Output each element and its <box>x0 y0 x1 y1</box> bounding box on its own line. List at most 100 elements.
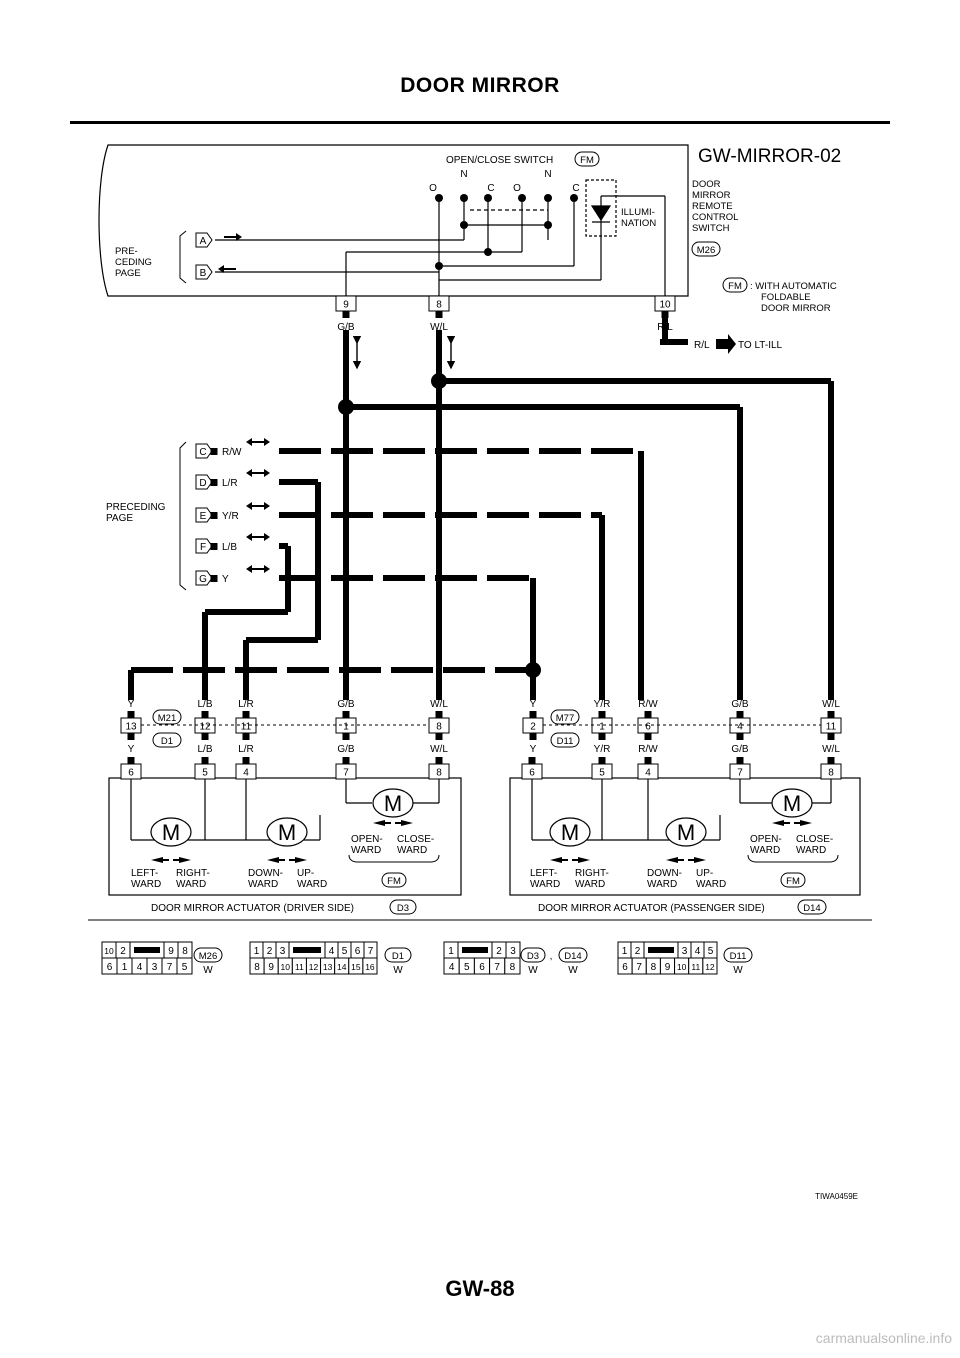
right-harness-stub-top <box>529 711 537 718</box>
actuator-left-terminal-box <box>194 763 216 780</box>
left-harness-tag-bottom-outline <box>152 732 182 748</box>
driver-fm-tag-outline <box>381 872 407 888</box>
d11-face-tag: D11 <box>730 951 747 962</box>
right-harness-pin: 1 <box>599 722 605 733</box>
right-harness-stub-bottom <box>827 733 835 740</box>
preceding-bidir-arrow <box>246 502 270 510</box>
left-harness-pin: 13 <box>125 722 137 733</box>
preceding-page-label: PAGE <box>106 513 133 524</box>
switch-wire-color: R/L <box>657 322 673 333</box>
passenger-leftward-label: WARD <box>530 879 560 890</box>
driver-closeward-label: WARD <box>397 845 427 856</box>
remote-switch-label: MIRROR <box>692 190 731 201</box>
actuator-right-terminal: 6 <box>529 768 535 779</box>
fm-note-tag: FM <box>728 281 742 292</box>
actuator-right-connector: D14 <box>803 903 820 914</box>
switch-position-label: N <box>460 169 467 180</box>
actuator-right-stub <box>827 757 835 764</box>
lt-ill-wire-color: R/L <box>694 340 710 351</box>
remote-switch-label: CONTROL <box>692 212 738 223</box>
switch-terminal-stub <box>661 311 669 318</box>
preceding-arrow-stub <box>210 448 218 455</box>
m26-face-pin: 5 <box>182 962 188 973</box>
actuator-left-terminal-box <box>235 763 257 780</box>
right-harness-stub-top <box>644 711 652 718</box>
left-harness-color-top: L/R <box>238 699 254 710</box>
switch-contacts <box>435 194 578 270</box>
driver-motor-lr <box>150 817 192 847</box>
driver-lr-arrow-left <box>151 857 169 863</box>
remote-switch-label: SWITCH <box>692 223 730 234</box>
left-harness-color-bottom: W/L <box>430 744 448 755</box>
actuator-box-left <box>108 777 462 896</box>
passenger-ud-arrow-right <box>688 857 706 863</box>
d11-face-pin: 2 <box>635 946 641 957</box>
actuator-box-right <box>509 777 861 896</box>
preceding-arrow-stub <box>210 512 218 519</box>
fm-note-label: FOLDABLE <box>761 292 811 303</box>
d1-face-pin: 9 <box>268 962 274 973</box>
preceding-wire-color: R/W <box>222 447 242 458</box>
d11-face-cell <box>702 957 718 975</box>
actuator-right-terminal: 5 <box>599 768 605 779</box>
passenger-motor-oc <box>771 788 813 818</box>
d3-face-pin: 4 <box>449 962 455 973</box>
left-harness-color-bottom: L/B <box>197 744 212 755</box>
actuator-right-terminal-box <box>591 763 613 780</box>
passenger-upward-label: UP- <box>696 868 713 879</box>
preceding-arrow-stub <box>210 543 218 550</box>
right-harness-pin: 6 <box>645 722 651 733</box>
m26-face-pin: 9 <box>168 946 174 957</box>
left-harness-pin: 1 <box>343 722 349 733</box>
passenger-lr-arrow-left <box>550 857 568 863</box>
d1-face-tag-outline <box>384 947 412 963</box>
d3-face-pin: 3 <box>510 946 516 957</box>
driver-openward-label: OPEN- <box>351 834 383 845</box>
actuator-left-connector: D3 <box>397 903 409 914</box>
driver-lr-arrow-right <box>173 857 191 863</box>
actuator-left-terminal-box <box>335 763 357 780</box>
arrow-b-direction <box>218 265 236 273</box>
d14-face-tag: D14 <box>564 951 581 962</box>
d1-face-pin: 6 <box>355 946 361 957</box>
right-harness-color-bottom: R/W <box>638 744 658 755</box>
d1-face-pin: 15 <box>351 962 361 972</box>
preceding-arrow-box <box>195 474 213 490</box>
actuator-right-stub <box>644 757 652 764</box>
right-harness-color-top: G/B <box>731 699 749 710</box>
d1-face-cell <box>362 957 378 975</box>
remote-switch-label: DOOR <box>692 179 721 190</box>
title-rule <box>70 121 890 124</box>
d3-face-pin: 7 <box>494 962 500 973</box>
left-harness-pin: 8 <box>436 722 442 733</box>
passenger-fm-tag-outline <box>780 872 806 888</box>
passenger-openward-label: WARD <box>750 845 780 856</box>
right-harness-stub-top <box>598 711 606 718</box>
driver-motor-lr-symbol: M <box>162 820 180 845</box>
preceding-arrow-stub <box>210 575 218 582</box>
d3-face-pin: 5 <box>464 962 470 973</box>
fm-note-label: : WITH AUTOMATIC <box>750 281 837 292</box>
switch-internals <box>215 179 666 296</box>
d3-face-tag-outline <box>520 947 546 963</box>
actuator-right-stub <box>736 757 744 764</box>
preceding-arrow-box <box>195 443 213 459</box>
passenger-fm-brace <box>747 854 839 863</box>
right-harness-tag-bottom-outline <box>550 732 580 748</box>
passenger-oc-arrow-left <box>772 820 790 826</box>
right-harness-color-bottom: Y <box>530 744 537 755</box>
passenger-closeward-label: CLOSE- <box>796 834 833 845</box>
d1-face-color: W <box>393 965 403 976</box>
d3-face-latch <box>462 947 488 953</box>
left-harness-color-bottom: Y <box>128 744 135 755</box>
preceding-arrow-box <box>195 570 213 586</box>
d1-face-pin: 11 <box>295 962 304 972</box>
page-number: GW-88 <box>445 1276 515 1301</box>
actuator-right-stub <box>528 757 536 764</box>
right-harness-stub-bottom <box>529 733 537 740</box>
actuator-right-terminal-box <box>637 763 659 780</box>
d11-face-pin: 10 <box>677 962 687 972</box>
switch-wire-color: G/B <box>337 322 355 333</box>
left-harness-color-top: W/L <box>430 699 448 710</box>
driver-downward-label: DOWN- <box>248 868 283 879</box>
